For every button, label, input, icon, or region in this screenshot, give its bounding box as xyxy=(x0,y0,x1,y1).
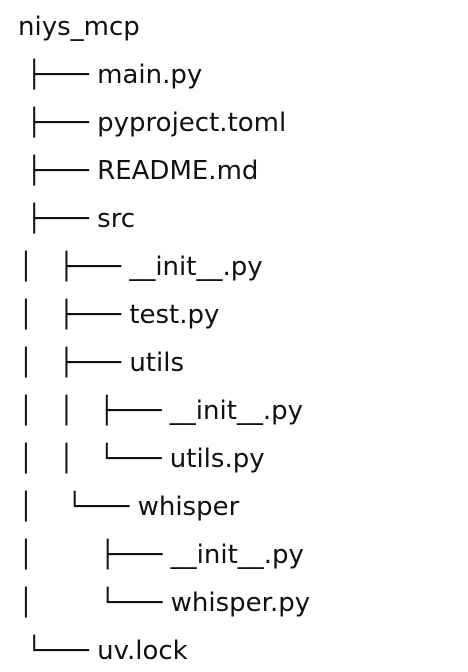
tree-line: ├─── pyproject.toml xyxy=(18,108,287,138)
tree-line: ├─── README.md xyxy=(18,156,259,186)
tree-line: │ └─── whisper xyxy=(18,492,240,522)
tree-line: └─── uv.lock xyxy=(18,636,188,666)
tree-root: niys_mcp xyxy=(18,12,140,42)
tree-line: │ ├─── test.py xyxy=(18,300,220,330)
tree-line: │ ├─── utils xyxy=(18,348,184,378)
tree-line: │ ├─── __init__.py xyxy=(18,540,304,570)
tree-line: ├─── main.py xyxy=(18,60,203,90)
tree-line: │ │ └─── utils.py xyxy=(18,444,265,474)
tree-line: │ ├─── __init__.py xyxy=(18,252,263,282)
tree-line: │ │ ├─── __init__.py xyxy=(18,396,304,426)
tree-line: │ └─── whisper.py xyxy=(18,588,311,618)
tree-line: ├─── src xyxy=(18,204,136,234)
